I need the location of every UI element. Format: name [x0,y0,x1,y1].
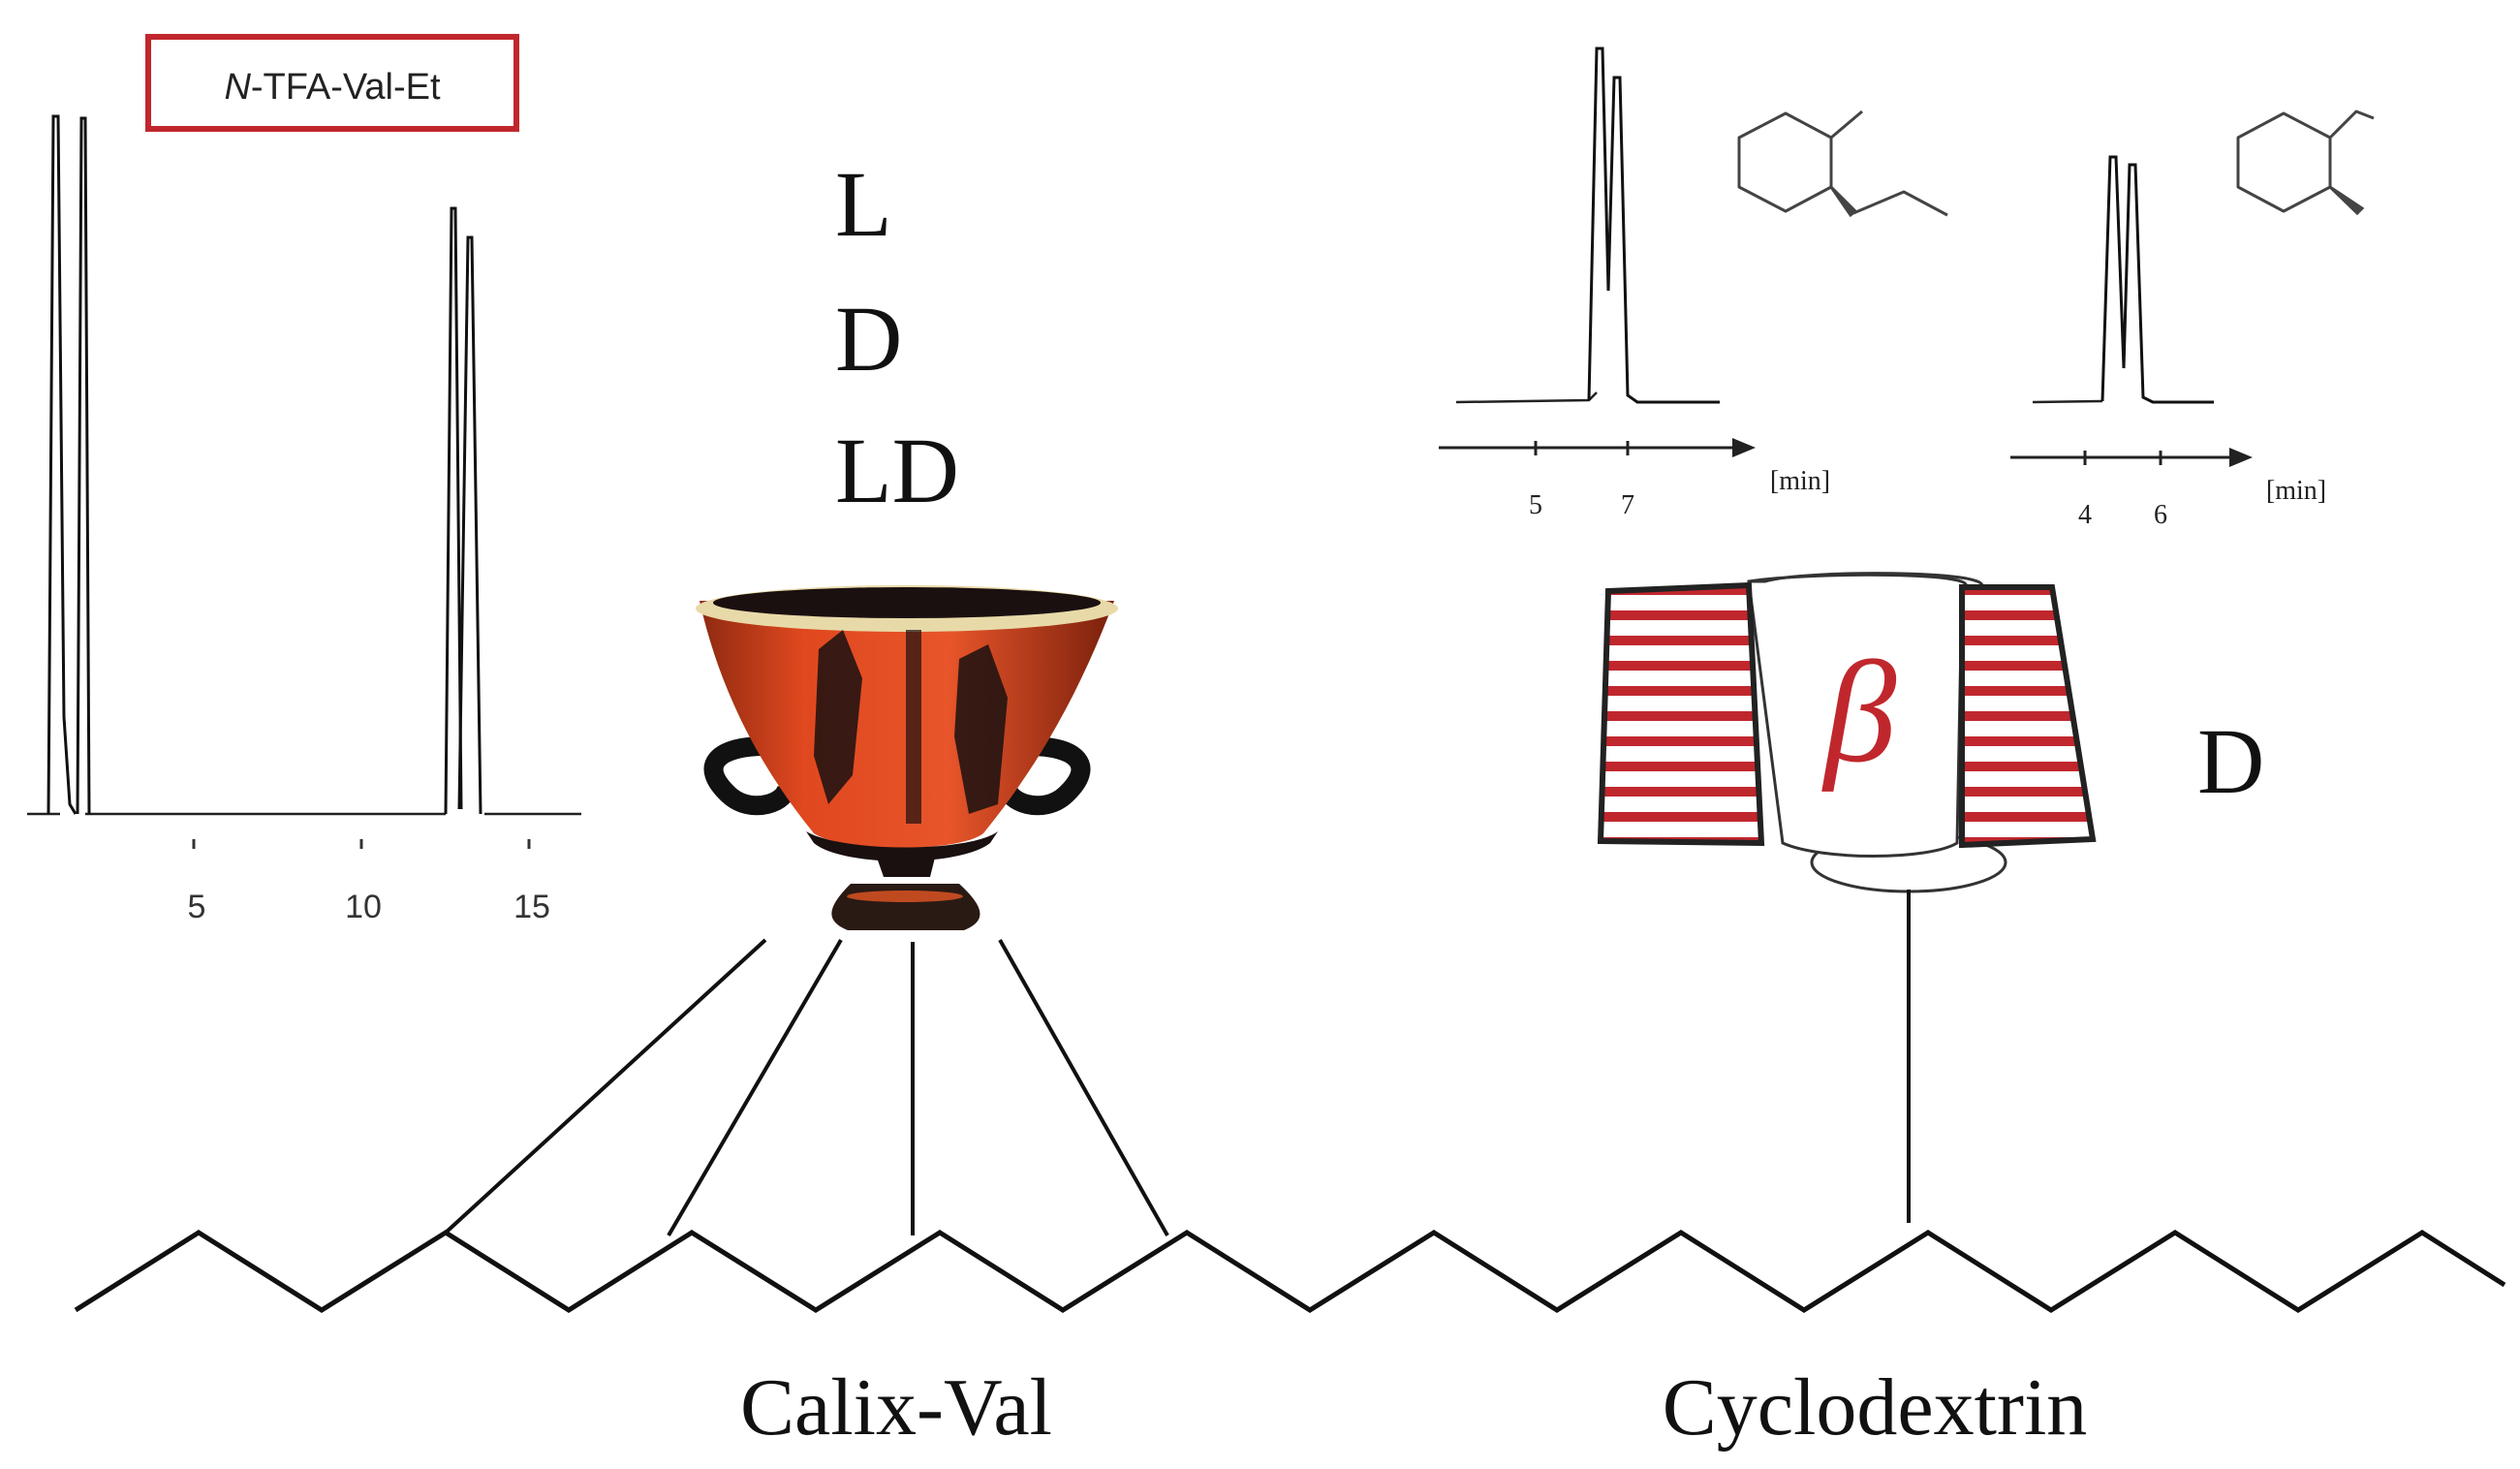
tick-label: 6 [2154,500,2167,530]
baseline [2032,399,2103,404]
beta-symbol: β [1821,632,1897,793]
label-d: D [835,287,902,391]
cd-right-wall [1959,584,2097,849]
cyclodextrin-torus-icon: β [1597,572,2097,893]
axis-unit: [min] [1770,466,1830,496]
tick-label: 4 [2078,500,2092,530]
axis-arrow-head [1732,438,1756,457]
propylmethylcyclohexane-structure-icon [1737,109,1948,218]
label-l: L [835,152,892,256]
tick-label: 15 [513,889,550,925]
ethylmethylcyclohexane-structure-icon [2236,109,2375,216]
axis-arrow-head [2229,448,2253,467]
tick-label: 10 [345,889,382,925]
axis-unit: [min] [2266,476,2326,506]
right-chromatogram-1: 5 7 [min] [1439,47,1830,520]
title-box [145,34,519,132]
cyclodextrin-label: Cyclodextrin [1663,1362,2088,1453]
tick-label: 5 [1529,490,1542,520]
enantiomer-peak-2 [457,235,482,815]
tick-label: 5 [188,889,206,925]
enantiomer-peak-1 [444,206,463,815]
polysiloxane-backbone [74,1230,2506,1313]
right-chromatogram-2: 4 6 [min] [2010,155,2326,530]
cd-left-wall [1597,581,1765,847]
chromatogram-title: N-TFA-Val-Et [224,67,441,108]
calix-val-label: Calix-Val [740,1362,1052,1453]
enantiomer-peaks [2100,155,2214,404]
solvent-peak-1 [47,114,78,815]
left-chromatogram: N-TFA-Val-Et 5 10 15 [27,34,581,925]
baseline [1455,391,1598,404]
enantiomer-peaks [1587,47,1720,404]
solvent-peak-2 [76,116,91,815]
cd-selectivity-label: D [2197,709,2264,813]
label-ld: LD [835,419,959,522]
tick-label: 7 [1621,490,1634,520]
calix-linkers [444,938,1169,1237]
greek-krater-vase-icon [696,585,1118,930]
selectivity-labels: L D LD [835,152,959,522]
backbone-chain [74,1230,2506,1313]
